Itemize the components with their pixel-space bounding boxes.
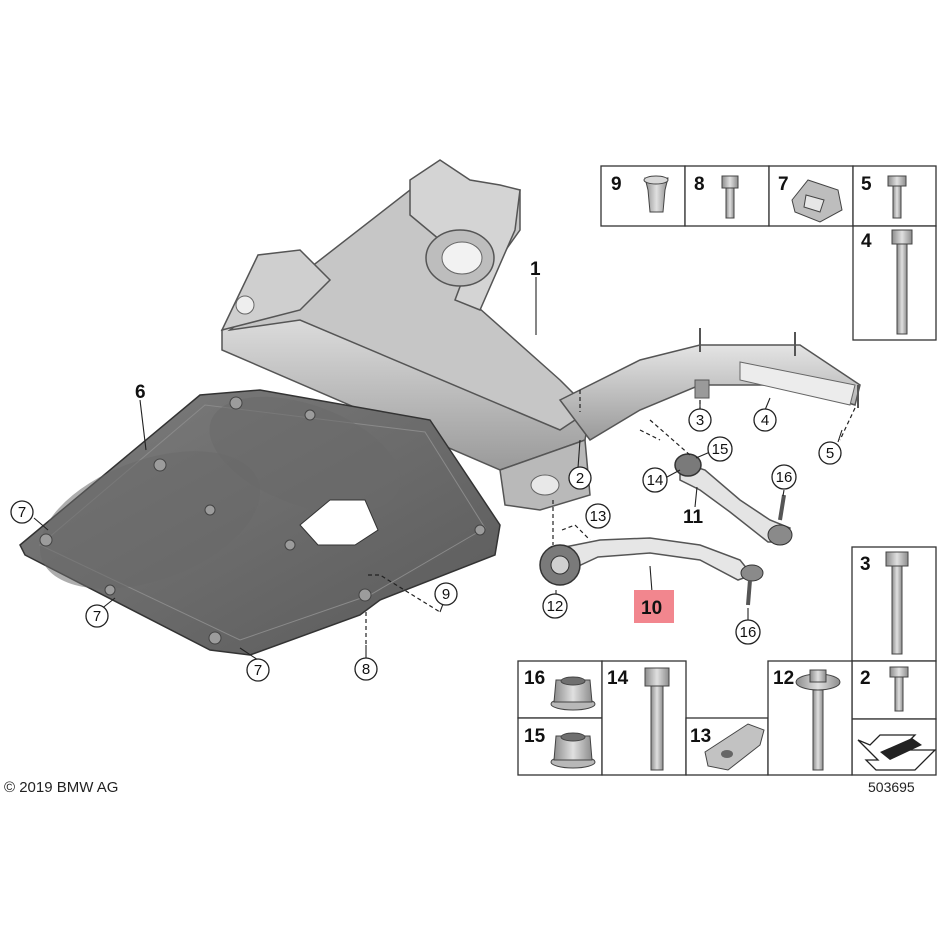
box-label-5[interactable]: 5 [861,174,872,195]
callout-16-upper[interactable]: 16 [776,469,793,486]
part-8-thumb [721,175,739,219]
callout-2[interactable]: 2 [576,470,584,487]
callout-4[interactable]: 4 [761,412,769,429]
diagram-reference-number: 503695 [868,779,915,795]
part-9-thumb [643,175,669,213]
box-label-3[interactable]: 3 [860,554,871,575]
copyright-notice: © 2019 BMW AG [4,779,119,796]
callout-10[interactable]: 10 [641,598,662,619]
part-14-thumb [644,667,670,771]
callout-1[interactable]: 1 [530,259,541,280]
wishbone-10 [539,537,764,606]
part-15-thumb [550,732,596,769]
part-12-thumb [795,669,841,771]
subframe [220,159,861,511]
part-13-thumb [704,723,765,771]
wishbone-11 [674,453,793,546]
part-5-thumb [887,175,907,219]
callout-7-middle[interactable]: 7 [93,608,101,625]
box-label-8[interactable]: 8 [694,174,705,195]
callout-14[interactable]: 14 [647,472,664,489]
part-7-thumb [791,179,843,223]
box-label-13[interactable]: 13 [690,726,711,747]
callout-3[interactable]: 3 [696,412,704,429]
callout-5[interactable]: 5 [826,445,834,462]
callout-12[interactable]: 12 [547,598,564,615]
box-label-4[interactable]: 4 [861,231,872,252]
callout-16-lower[interactable]: 16 [740,624,757,641]
callout-13[interactable]: 13 [590,508,607,525]
circled-callouts [10,408,842,682]
callout-9[interactable]: 9 [442,586,450,603]
direction-arrow-icon [857,734,937,771]
box-label-2[interactable]: 2 [860,668,871,689]
callout-15[interactable]: 15 [712,441,729,458]
box-label-16[interactable]: 16 [524,668,545,689]
box-label-15[interactable]: 15 [524,726,546,747]
callout-8[interactable]: 8 [362,661,370,678]
underbody-plate [19,389,501,656]
box-label-14[interactable]: 14 [607,668,629,689]
callout-11[interactable]: 11 [683,507,704,528]
box-label-9[interactable]: 9 [611,174,622,195]
callout-7-bottom[interactable]: 7 [254,662,262,679]
box-label-7[interactable]: 7 [778,174,789,195]
callout-7-left[interactable]: 7 [18,504,26,521]
callout-6[interactable]: 6 [135,382,146,403]
part-4-thumb [891,229,913,335]
assembly-lines [365,390,856,645]
part-2-thumb [889,666,909,712]
box-label-12[interactable]: 12 [773,668,794,689]
part-3-thumb [885,551,909,655]
part-16-thumb [550,676,596,711]
highlight-box [634,590,674,623]
